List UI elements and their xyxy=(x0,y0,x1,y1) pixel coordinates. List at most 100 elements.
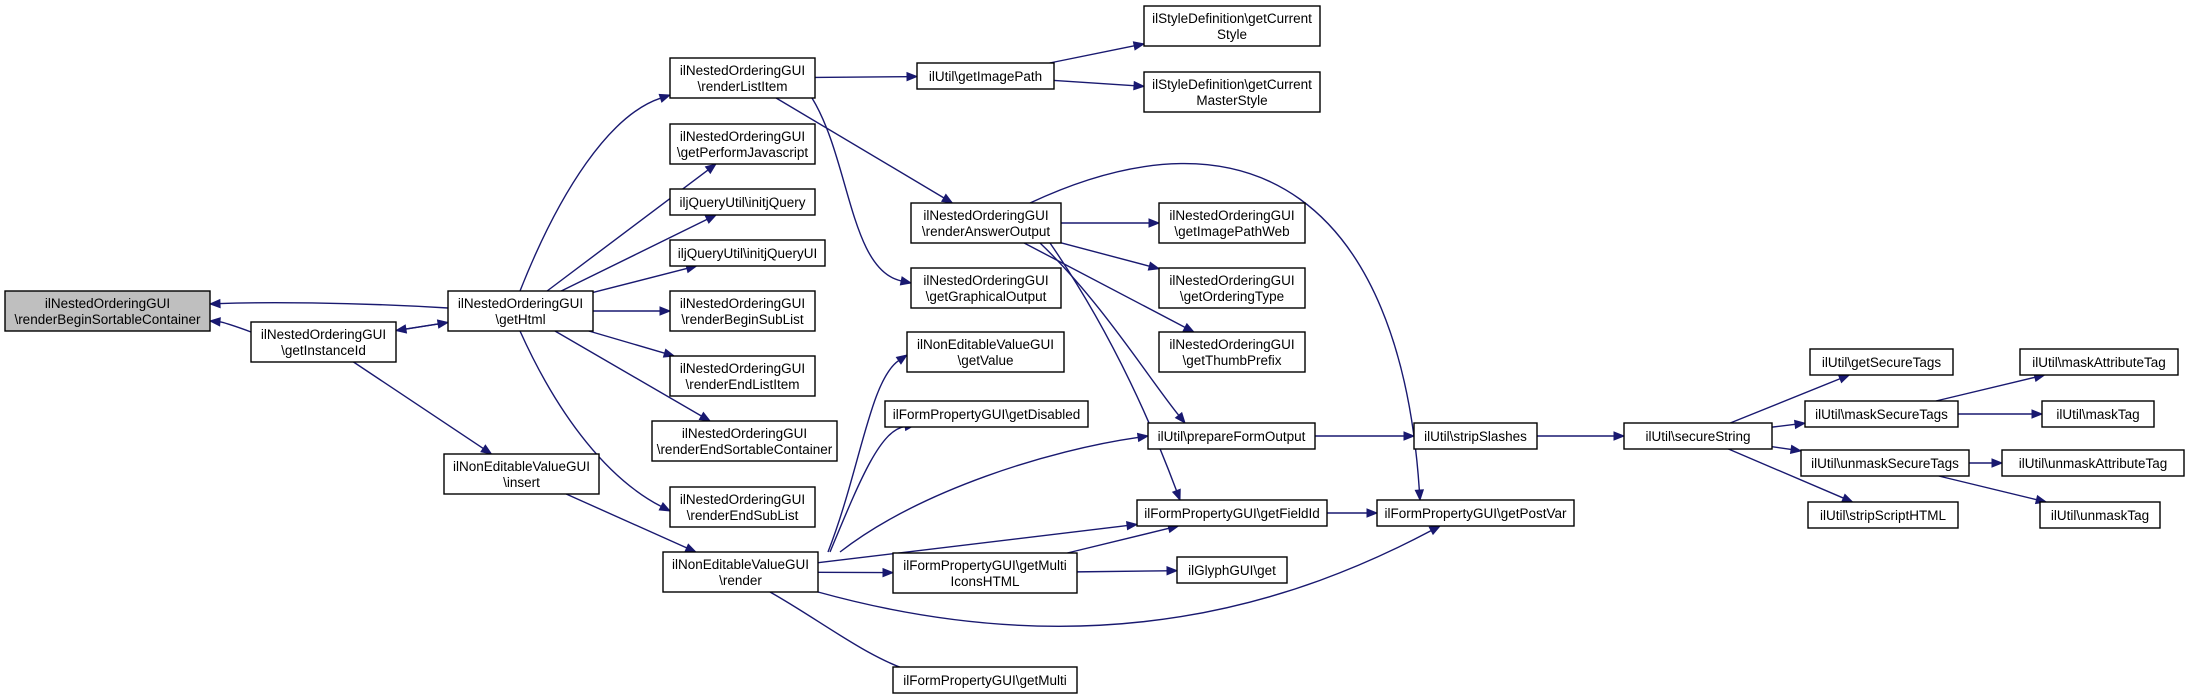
node-box xyxy=(1143,5,1321,47)
node-label-line: ilFormPropertyGUI\getFieldId xyxy=(1144,506,1320,521)
edge-render-answer-output-to-get-ordering-type xyxy=(1060,242,1161,271)
edge-line xyxy=(554,330,702,417)
node-get-image-path-web[interactable]: ilNestedOrderingGUI\getImagePathWeb xyxy=(1158,202,1306,244)
node-box xyxy=(910,267,1062,309)
node-strip-slashes[interactable]: ilUtil\stripSlashes xyxy=(1413,422,1538,450)
edge-nev-render-to-prepare-form-output xyxy=(839,432,1150,553)
node-box xyxy=(2039,501,2161,529)
node-get-multi[interactable]: ilFormPropertyGUI\getMulti xyxy=(892,666,1078,694)
edge-line xyxy=(1029,162,1421,491)
node-get-disabled[interactable]: ilFormPropertyGUI\getDisabled xyxy=(884,400,1089,428)
edge-arrowhead xyxy=(1171,488,1181,502)
node-prepare-form-output[interactable]: ilUtil\prepareFormOutput xyxy=(1147,422,1316,450)
node-render-end-list-item[interactable]: ilNestedOrderingGUI\renderEndListItem xyxy=(669,355,816,397)
node-root[interactable]: ilNestedOrderingGUI\renderBeginSortableC… xyxy=(4,290,211,332)
edge-arrowhead xyxy=(684,543,698,553)
node-label-line: ilUtil\unmaskTag xyxy=(2051,508,2149,523)
node-mask-attribute-tag[interactable]: ilUtil\maskAttributeTag xyxy=(2019,348,2179,376)
node-label-line: \renderBeginSortableContainer xyxy=(14,312,201,327)
node-label-line: ilFormPropertyGUI\getDisabled xyxy=(893,407,1081,422)
node-label-line: ilNestedOrderingGUI xyxy=(680,492,805,507)
node-get-post-var[interactable]: ilFormPropertyGUI\getPostVar xyxy=(1376,499,1575,527)
edge-arrowhead xyxy=(658,501,672,512)
node-render-answer-output[interactable]: ilNestedOrderingGUI\renderAnswerOutput xyxy=(910,202,1062,244)
edge-arrowhead xyxy=(698,411,712,422)
node-get-ordering-type[interactable]: ilNestedOrderingGUI\getOrderingType xyxy=(1158,267,1306,309)
node-get-perform-javascript[interactable]: ilNestedOrderingGUI\getPerformJavascript xyxy=(669,123,816,165)
node-strip-script-html[interactable]: ilUtil\stripScriptHTML xyxy=(1807,501,1959,529)
node-label-line: ilNestedOrderingGUI xyxy=(1169,273,1294,288)
node-initj-query[interactable]: iljQueryUtil\initjQuery xyxy=(669,188,816,216)
node-get-thumb-prefix[interactable]: ilNestedOrderingGUI\getThumbPrefix xyxy=(1158,331,1306,373)
node-box xyxy=(669,290,816,332)
edge-get-field-id-to-get-post-var xyxy=(1327,508,1379,518)
node-label-line: ilGlyphGUI\get xyxy=(1188,563,1276,578)
edge-line xyxy=(588,330,665,354)
edge-unmask-secure-tags-to-unmask-tag xyxy=(1938,475,2048,505)
node-mask-secure-tags[interactable]: ilUtil\maskSecureTags xyxy=(1804,400,1959,428)
edge-line xyxy=(219,321,252,333)
node-glyph-get[interactable]: ilGlyphGUI\get xyxy=(1176,556,1288,584)
node-render-list-item[interactable]: ilNestedOrderingGUI\renderListItem xyxy=(669,57,816,99)
node-box xyxy=(1623,422,1773,450)
node-box xyxy=(669,123,816,165)
edge-line xyxy=(1935,376,2036,402)
node-unmask-attribute-tag[interactable]: ilUtil\unmaskAttributeTag xyxy=(2001,449,2185,477)
node-box xyxy=(1158,202,1306,244)
edge-line xyxy=(519,97,661,292)
edge-arrowhead xyxy=(1136,432,1150,443)
edge-nev-render-to-get-post-var xyxy=(817,525,1442,627)
node-box xyxy=(892,552,1078,594)
edge-arrowhead xyxy=(394,324,408,334)
edge-unmask-secure-tags-to-unmask-attribute-tag xyxy=(1969,458,2004,468)
edge-get-html-to-initj-query xyxy=(560,214,718,292)
edge-line xyxy=(592,267,688,294)
edge-arrowhead xyxy=(1414,489,1425,502)
node-label-line: \getInstanceId xyxy=(281,343,366,358)
edge-arrowhead xyxy=(1132,41,1146,51)
node-label-line: ilNestedOrderingGUI xyxy=(1169,337,1294,352)
node-box xyxy=(916,62,1055,90)
node-label-line: \getHtml xyxy=(495,312,545,327)
node-label-line: \getValue xyxy=(957,353,1013,368)
edge-render-answer-output-to-get-post-var xyxy=(1029,162,1425,502)
node-get-image-path[interactable]: ilUtil\getImagePath xyxy=(916,62,1055,90)
node-render-begin-sub-list[interactable]: ilNestedOrderingGUI\renderBeginSubList xyxy=(669,290,816,332)
node-initj-query-ui[interactable]: iljQueryUtil\initjQueryUI xyxy=(669,239,826,267)
node-render-end-sub-list[interactable]: ilNestedOrderingGUI\renderEndSubList xyxy=(669,486,816,528)
node-unmask-secure-tags[interactable]: ilUtil\unmaskSecureTags xyxy=(1800,449,1970,477)
node-label-line: \renderAnswerOutput xyxy=(922,224,1051,239)
edge-render-answer-output-to-get-field-id xyxy=(1049,242,1181,502)
node-get-graphical-output[interactable]: ilNestedOrderingGUI\getGraphicalOutput xyxy=(910,267,1062,309)
node-unmask-tag[interactable]: ilUtil\unmaskTag xyxy=(2039,501,2161,529)
edge-line xyxy=(811,97,902,282)
node-nev-render[interactable]: ilNonEditableValueGUI\render xyxy=(662,551,819,593)
node-label-line: ilNestedOrderingGUI xyxy=(680,129,805,144)
node-nev-insert[interactable]: ilNonEditableValueGUI\insert xyxy=(443,453,600,495)
edge-secure-string-to-mask-secure-tags xyxy=(1771,419,1807,430)
node-label-line: ilStyleDefinition\getCurrent xyxy=(1152,11,1312,26)
edge-line xyxy=(1771,423,1796,428)
edge-get-image-path-to-get-current-master-style xyxy=(1053,79,1146,91)
node-get-field-id[interactable]: ilFormPropertyGUI\getFieldId xyxy=(1136,499,1328,527)
edge-get-image-path-to-get-current-style xyxy=(1049,41,1146,64)
node-get-secure-tags[interactable]: ilUtil\getSecureTags xyxy=(1809,348,1954,376)
node-render-end-sortable-container[interactable]: ilNestedOrderingGUI\renderEndSortableCon… xyxy=(651,420,838,462)
node-mask-tag[interactable]: ilUtil\maskTag xyxy=(2041,400,2155,428)
node-box xyxy=(250,321,397,363)
edge-nev-render-to-get-disabled xyxy=(829,421,917,553)
node-nev-get-value[interactable]: ilNonEditableValueGUI\getValue xyxy=(906,331,1065,373)
edge-arrowhead xyxy=(1366,508,1379,518)
node-label-line: \getImagePathWeb xyxy=(1174,224,1289,239)
node-get-instance-id[interactable]: ilNestedOrderingGUI\getInstanceId xyxy=(250,321,397,363)
node-label-line: MasterStyle xyxy=(1196,93,1267,108)
node-secure-string[interactable]: ilUtil\secureString xyxy=(1623,422,1773,450)
edge-arrowhead xyxy=(1147,261,1161,271)
node-get-html[interactable]: ilNestedOrderingGUI\getHtml xyxy=(447,290,594,332)
edge-get-html-to-render-begin-sub-list xyxy=(593,306,672,316)
node-label-line: ilNonEditableValueGUI xyxy=(917,337,1054,352)
edge-line xyxy=(814,75,908,79)
